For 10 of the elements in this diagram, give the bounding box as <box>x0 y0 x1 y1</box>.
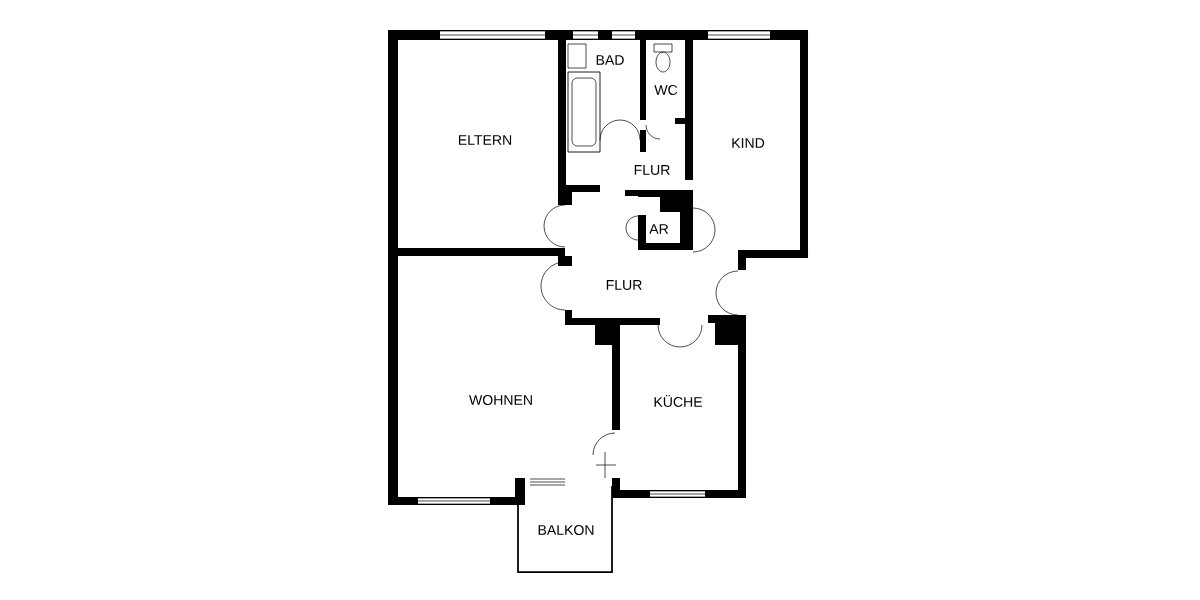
room-label: KIND <box>732 138 765 148</box>
room-label: ELTERN <box>458 135 512 145</box>
room-label: WOHNEN <box>469 395 532 405</box>
room-label: BAD <box>596 55 624 65</box>
room-label: BALKON <box>538 525 594 535</box>
room-label: FLUR <box>634 165 670 175</box>
room-label: FLUR <box>606 280 642 290</box>
room-label: WC <box>654 85 678 95</box>
room-label: KÜCHE <box>654 395 702 407</box>
room-label: AR <box>649 224 669 234</box>
